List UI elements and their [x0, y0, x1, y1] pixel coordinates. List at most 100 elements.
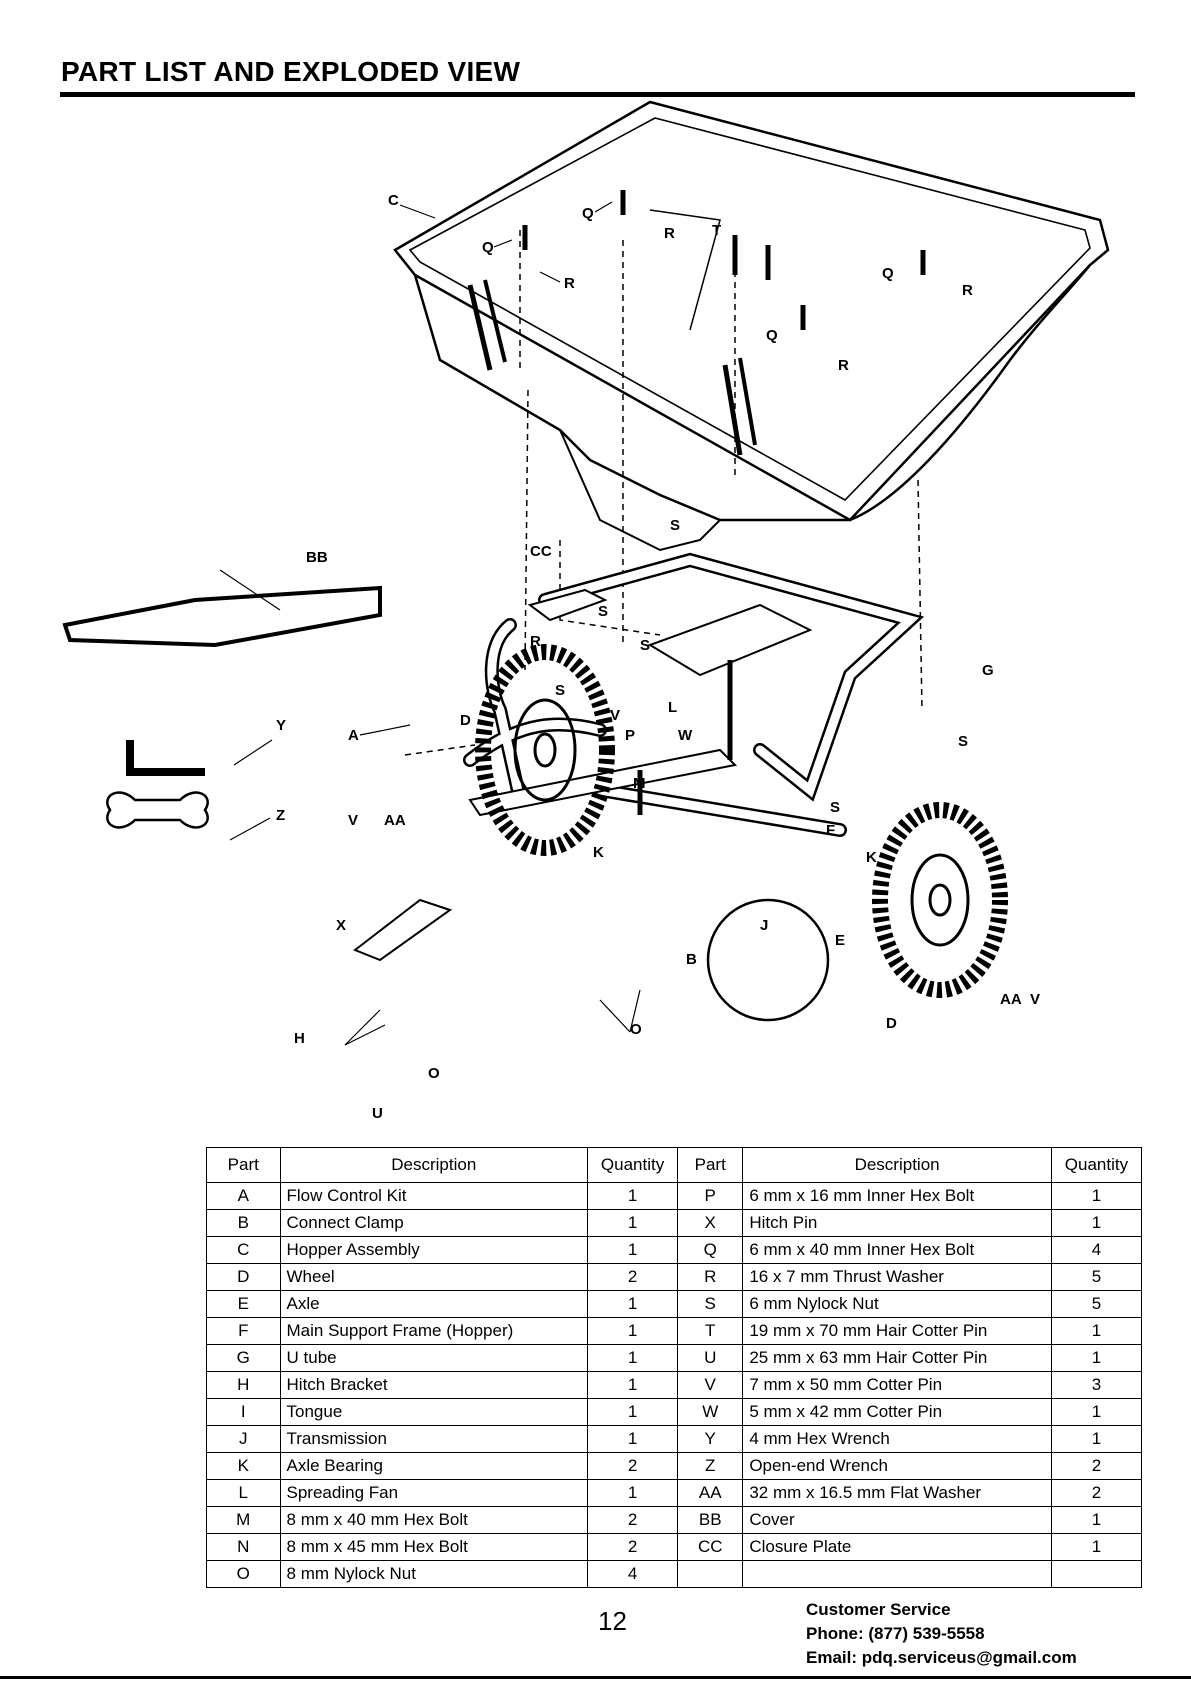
- description-cell: 6 mm x 16 mm Inner Hex Bolt: [742, 1182, 1052, 1210]
- quantity-cell: 2: [587, 1506, 679, 1534]
- callout-label: BB: [306, 549, 328, 566]
- bottom-rule: [0, 1676, 1191, 1679]
- description-cell: 6 mm x 40 mm Inner Hex Bolt: [742, 1236, 1052, 1264]
- quantity-cell: 1: [587, 1290, 679, 1318]
- callout-label: CC: [530, 543, 552, 560]
- description-cell: 8 mm Nylock Nut: [279, 1560, 589, 1588]
- part-cell: R: [677, 1263, 744, 1291]
- callout-label: U: [372, 1105, 383, 1122]
- column-header: Description: [279, 1147, 589, 1183]
- quantity-cell: 1: [1050, 1506, 1143, 1534]
- callout-label: V: [610, 707, 620, 724]
- callout-label: P: [625, 727, 635, 744]
- quantity-cell: 1: [587, 1344, 679, 1372]
- part-cell: C: [206, 1236, 281, 1264]
- quantity-cell: 4: [1050, 1236, 1143, 1264]
- customer-service-block: Customer Service Phone: (877) 539-5558 E…: [806, 1598, 1077, 1670]
- callout-label: F: [826, 822, 835, 839]
- description-cell: Axle Bearing: [279, 1452, 589, 1480]
- customer-service-email[interactable]: Email: pdq.serviceus@gmail.com: [806, 1648, 1077, 1667]
- callout-label: W: [678, 727, 693, 744]
- description-cell: 7 mm x 50 mm Cotter Pin: [742, 1371, 1052, 1399]
- part-cell: Y: [677, 1425, 744, 1453]
- quantity-cell: 1: [587, 1425, 679, 1453]
- part-cell: J: [206, 1425, 281, 1453]
- customer-service-heading: Customer Service: [806, 1600, 951, 1619]
- callout-label: AA: [1000, 991, 1022, 1008]
- part-cell: W: [677, 1398, 744, 1426]
- quantity-cell: 1: [587, 1398, 679, 1426]
- spreading-fan-drawing: [647, 603, 813, 677]
- callout-label: A: [348, 727, 359, 744]
- callout-label: H: [294, 1030, 305, 1047]
- detail-circle: [706, 898, 830, 1022]
- callout-label: R: [838, 357, 849, 374]
- description-cell: Closure Plate: [742, 1533, 1052, 1561]
- callout-label: E: [835, 932, 845, 949]
- callout-label: X: [336, 917, 346, 934]
- assembly-guide-lines: [404, 230, 923, 756]
- quantity-cell: 1: [587, 1317, 679, 1345]
- part-cell: G: [206, 1344, 281, 1372]
- part-cell: A: [206, 1182, 281, 1210]
- hitch-bracket-drawing: [352, 898, 453, 962]
- callout-label: L: [668, 699, 677, 716]
- quantity-cell: [1050, 1560, 1143, 1588]
- description-cell: Transmission: [279, 1425, 589, 1453]
- part-cell: T: [677, 1317, 744, 1345]
- part-cell: B: [206, 1209, 281, 1237]
- callout-label: O: [428, 1065, 440, 1082]
- hex-wrench-drawing: [126, 740, 205, 776]
- part-cell: M: [206, 1506, 281, 1534]
- callout-label: S: [640, 637, 650, 654]
- quantity-cell: 5: [1050, 1290, 1143, 1318]
- quantity-cell: 2: [1050, 1452, 1143, 1480]
- description-cell: Axle: [279, 1290, 589, 1318]
- hopper-drawing: [393, 100, 1110, 552]
- description-cell: 5 mm x 42 mm Cotter Pin: [742, 1398, 1052, 1426]
- table-header-row: Part Description Quantity Part Descripti…: [206, 1147, 1143, 1183]
- callout-labels: C Q R Q R T Q R Q R S CC S R S S S G BB …: [276, 192, 1040, 1122]
- column-header: Quantity: [587, 1147, 679, 1183]
- title-underline: [60, 92, 1135, 97]
- quantity-cell: 3: [1050, 1371, 1143, 1399]
- callout-label: S: [830, 799, 840, 816]
- part-cell: F: [206, 1317, 281, 1345]
- callout-label: R: [530, 633, 541, 650]
- part-cell: N: [206, 1533, 281, 1561]
- part-cell: K: [206, 1452, 281, 1480]
- quantity-cell: 2: [587, 1452, 679, 1480]
- part-cell: H: [206, 1371, 281, 1399]
- quantity-cell: 1: [1050, 1209, 1143, 1237]
- callout-label: S: [555, 682, 565, 699]
- part-cell: [677, 1560, 744, 1588]
- customer-service-phone: Phone: (877) 539-5558: [806, 1624, 985, 1643]
- column-header: Quantity: [1050, 1147, 1143, 1183]
- callout-label: Q: [482, 239, 494, 256]
- description-cell: 6 mm Nylock Nut: [742, 1290, 1052, 1318]
- description-cell: 8 mm x 45 mm Hex Bolt: [279, 1533, 589, 1561]
- callout-label: Z: [276, 807, 285, 824]
- bolts-drawing: [522, 190, 926, 815]
- part-cell: O: [206, 1560, 281, 1588]
- description-cell: Open-end Wrench: [742, 1452, 1052, 1480]
- description-cell: 25 mm x 63 mm Hair Cotter Pin: [742, 1344, 1052, 1372]
- column-header: Part: [206, 1147, 281, 1183]
- description-cell: 4 mm Hex Wrench: [742, 1425, 1052, 1453]
- part-cell: D: [206, 1263, 281, 1291]
- callout-label: D: [886, 1015, 897, 1032]
- description-cell: Spreading Fan: [279, 1479, 589, 1507]
- cover-drawing: [62, 585, 382, 648]
